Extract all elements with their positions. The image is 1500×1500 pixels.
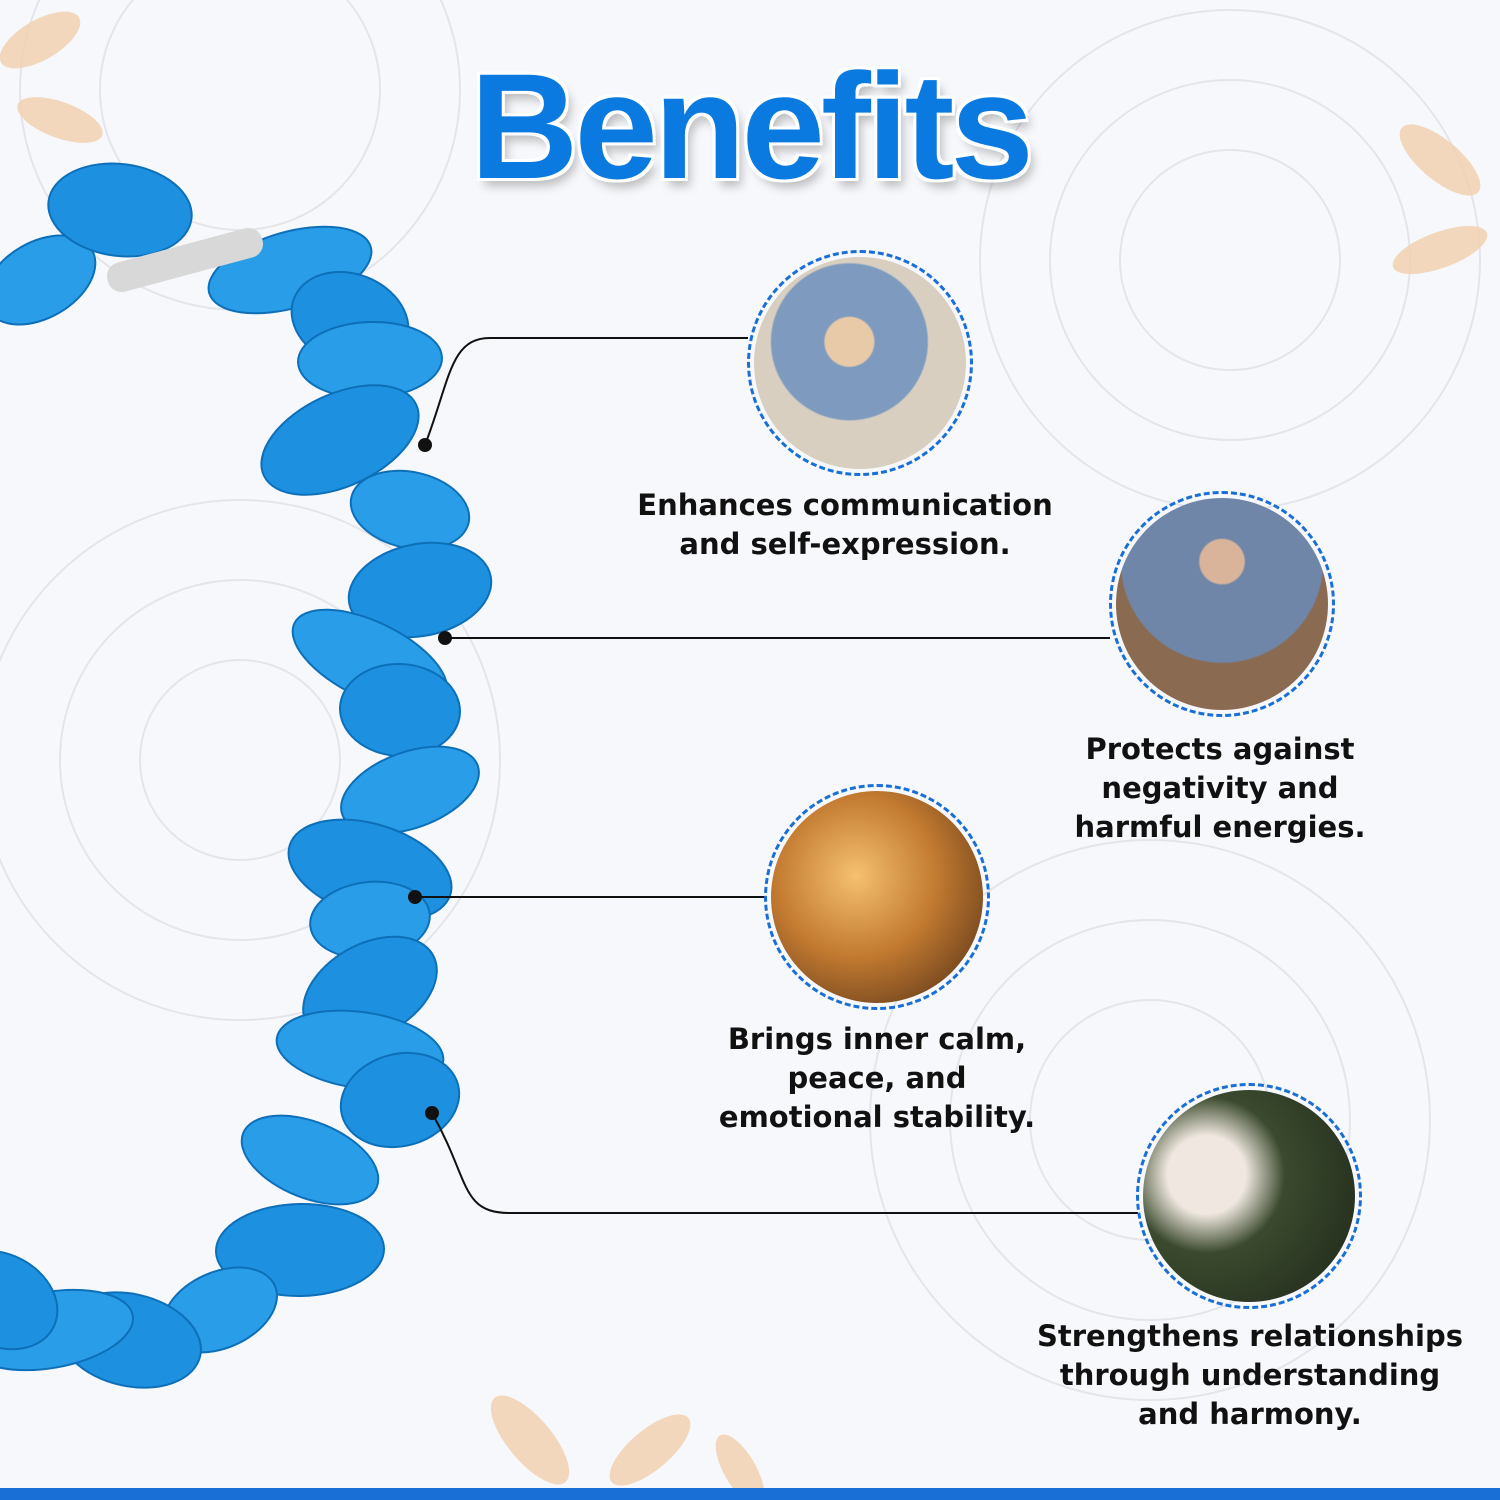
benefit-text-relationships: Strengthens relationships through unders… [1037, 1317, 1463, 1434]
benefit-line: and self-expression. [679, 527, 1011, 561]
bracelet-stone [0, 1249, 59, 1351]
benefit-line: through understanding [1059, 1358, 1441, 1392]
bracelet-stone [47, 162, 193, 258]
bracelet-stone [240, 1114, 380, 1206]
benefit-line: harmful energies. [1074, 810, 1366, 844]
benefit-text-calm: Brings inner calm, peace, and emotional … [719, 1020, 1035, 1137]
benefit-photo-relationships [1136, 1083, 1362, 1309]
benefit-photo-communication [747, 250, 973, 476]
benefit-line: emotional stability. [718, 1100, 1036, 1134]
bracelet-clasp [106, 227, 264, 293]
benefit-photo-protection [1109, 491, 1335, 717]
benefit-line: and harmony. [1138, 1397, 1362, 1431]
benefit-line: negativity and [1101, 771, 1339, 805]
benefit-text-communication: Enhances communication and self-expressi… [637, 486, 1052, 564]
benefit-line: peace, and [787, 1061, 967, 1095]
benefit-line: Enhances communication [637, 488, 1053, 522]
bracelet-stone [260, 384, 420, 496]
bottom-accent-bar [0, 1488, 1500, 1500]
benefit-line: Protects against [1085, 732, 1355, 766]
page-title: Benefits [470, 42, 1034, 210]
bracelet-stone [347, 541, 493, 639]
benefit-text-protection: Protects against negativity and harmful … [1075, 730, 1366, 847]
benefit-line: Brings inner calm, [727, 1022, 1027, 1056]
bracelet-stone [339, 1051, 461, 1149]
benefit-photo-calm [764, 784, 990, 1010]
benefit-line: Strengthens relationships [1036, 1319, 1464, 1353]
bracelet-stone [340, 745, 480, 835]
